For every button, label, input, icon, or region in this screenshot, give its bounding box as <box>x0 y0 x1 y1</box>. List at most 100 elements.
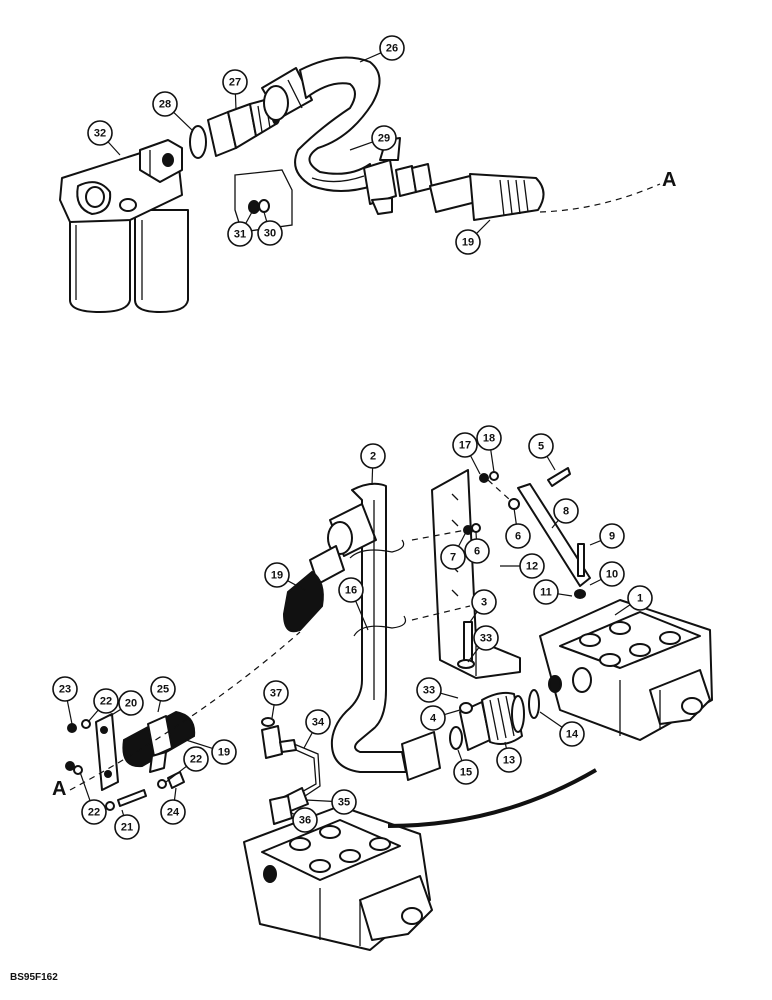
callout-4: 4 <box>420 705 461 731</box>
callout-number: 12 <box>526 561 538 573</box>
callout-34: 34 <box>303 709 331 749</box>
callout-number: 21 <box>121 822 133 834</box>
callout-circle <box>528 433 554 459</box>
callout-number: 35 <box>338 797 350 809</box>
callout-number: 33 <box>423 685 435 697</box>
callout-circle <box>331 789 357 815</box>
callout-leader <box>589 539 602 546</box>
callout-13: 13 <box>496 741 522 773</box>
callout-circle <box>471 589 497 615</box>
callout-circle <box>292 807 318 833</box>
callout-leader <box>349 141 373 151</box>
callout-19: 19 <box>264 562 306 591</box>
callout-31: 31 <box>227 211 253 247</box>
callout-number: 31 <box>234 229 246 241</box>
callout-leader <box>355 600 369 631</box>
callout-leader <box>66 700 73 725</box>
strap-8 <box>517 483 591 587</box>
callout-number: 13 <box>503 755 515 767</box>
callout-3: 3 <box>469 589 497 623</box>
callout-number: 2 <box>370 451 376 463</box>
callout-number: 15 <box>460 767 472 779</box>
callout-33: 33 <box>416 677 459 703</box>
tube-assembly-34 <box>261 717 321 825</box>
callout-number: 17 <box>459 440 471 452</box>
callout-number: 3 <box>481 597 487 609</box>
callout-leader <box>467 647 480 663</box>
callout-leader <box>165 765 187 783</box>
callout-leader <box>440 692 459 699</box>
callout-10: 10 <box>589 561 625 587</box>
nut-23 <box>67 723 77 733</box>
callout-circle <box>496 747 522 773</box>
callout-circle <box>505 523 531 549</box>
callout-circle <box>371 125 397 151</box>
bolt-5 <box>547 467 571 487</box>
callout-number: 5 <box>538 441 544 453</box>
control-valve-lower <box>243 805 433 951</box>
dashed-line-a-top <box>539 183 661 213</box>
callout-circle <box>257 220 283 246</box>
callouts: 1234566789101112131415161718191919202122… <box>52 35 653 840</box>
callout-circle <box>160 799 186 825</box>
callout-number: 8 <box>563 506 569 518</box>
callout-circle <box>559 721 585 747</box>
nut-17 <box>479 473 489 483</box>
callout-circle <box>263 680 289 706</box>
callout-1: 1 <box>614 585 653 616</box>
callout-leader <box>490 449 495 473</box>
callout-leader <box>513 507 517 525</box>
callout-number: 6 <box>474 546 480 558</box>
callout-number: 9 <box>609 531 615 543</box>
callout-leader <box>444 709 461 716</box>
callout-leader <box>614 604 631 616</box>
washer-6 <box>508 498 520 510</box>
reference-letter-a-bottom: A <box>52 778 66 800</box>
callout-leader <box>504 741 507 749</box>
callout-28: 28 <box>152 91 193 131</box>
callout-number: 14 <box>566 729 579 741</box>
callout-circle <box>553 498 579 524</box>
callout-leader <box>546 456 556 471</box>
bolt-21 <box>117 789 147 807</box>
callout-22: 22 <box>87 688 119 723</box>
callout-number: 22 <box>88 807 100 819</box>
figure-code: BS95F162 <box>10 972 58 983</box>
callout-circle <box>379 35 405 61</box>
callout-leader <box>469 455 481 475</box>
callout-number: 18 <box>483 433 495 445</box>
callout-number: 19 <box>462 237 474 249</box>
callout-circle <box>211 739 237 765</box>
callout-leader <box>287 580 306 591</box>
callout-circle <box>52 676 78 702</box>
callout-circle <box>360 443 386 469</box>
callout-25: 25 <box>150 676 176 713</box>
callout-16: 16 <box>338 577 369 631</box>
callout-22: 22 <box>79 771 107 825</box>
callout-number: 4 <box>430 713 437 725</box>
callout-number: 27 <box>229 77 241 89</box>
callout-leader <box>539 711 563 728</box>
callout-leader <box>271 704 275 719</box>
callout-circle <box>227 221 253 247</box>
callout-24: 24 <box>160 787 186 825</box>
callout-35: 35 <box>305 789 357 815</box>
callout-leader <box>476 219 491 234</box>
callout-21: 21 <box>114 809 140 840</box>
callout-number: 25 <box>157 684 169 696</box>
callout-circle <box>81 799 107 825</box>
callout-6: 6 <box>464 531 490 564</box>
callout-12: 12 <box>500 553 545 579</box>
bolt-9 <box>577 543 585 577</box>
callout-number: 26 <box>386 43 398 55</box>
callout-leader <box>305 799 333 802</box>
callout-18: 18 <box>476 425 502 473</box>
callout-leader <box>458 531 467 547</box>
callout-circle <box>455 229 481 255</box>
washer-18 <box>489 471 499 481</box>
callout-22: 22 <box>165 746 209 783</box>
callout-27: 27 <box>222 69 248 111</box>
callout-circle <box>440 544 466 570</box>
callout-circle <box>152 91 178 117</box>
callout-leader <box>87 709 99 723</box>
